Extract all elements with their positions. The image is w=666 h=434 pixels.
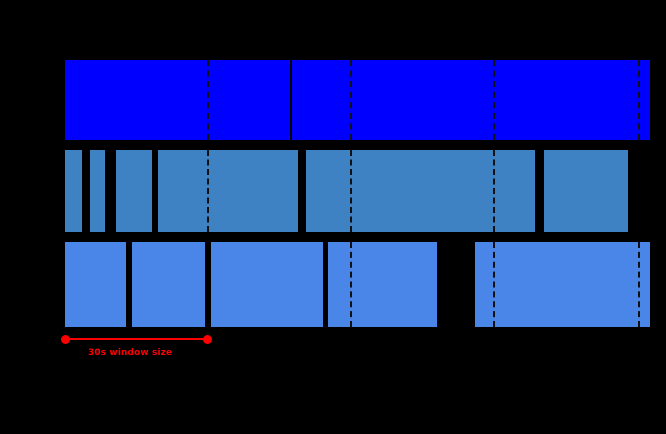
timeline-track-2 (0, 150, 666, 232)
segment-bar[interactable] (132, 242, 205, 327)
window-boundary-dashed-line (350, 242, 352, 327)
segment-bar[interactable] (158, 150, 298, 232)
segment-bar[interactable] (306, 150, 535, 232)
window-boundary-dashed-line (638, 242, 640, 327)
window-boundary-dashed-line (638, 60, 640, 140)
window-boundary-dashed-line (493, 242, 495, 327)
window-boundary-dashed-line (207, 60, 209, 140)
measure-endpoint-right (203, 335, 212, 344)
segment-bar[interactable] (65, 150, 82, 232)
segment-bar[interactable] (328, 242, 437, 327)
measure-endpoint-left (61, 335, 70, 344)
timeline-track-1 (0, 60, 666, 140)
segment-bar[interactable] (90, 150, 105, 232)
segment-bar[interactable] (475, 242, 650, 327)
segment-bar[interactable] (211, 242, 323, 327)
window-boundary-dashed-line (493, 150, 495, 232)
window-size-measure-line (65, 338, 207, 340)
window-size-label: 30s window size (88, 348, 173, 358)
segment-bar[interactable] (544, 150, 628, 232)
window-boundary-dashed-line (207, 150, 209, 232)
window-boundary-dashed-line (350, 150, 352, 232)
window-boundary-dashed-line (350, 60, 352, 140)
timeline-track-3 (0, 242, 666, 327)
window-boundary-dashed-line (493, 60, 495, 140)
segment-bar[interactable] (65, 242, 126, 327)
segment-bar[interactable] (65, 60, 290, 140)
segment-bar[interactable] (292, 60, 650, 140)
segment-bar[interactable] (116, 150, 152, 232)
